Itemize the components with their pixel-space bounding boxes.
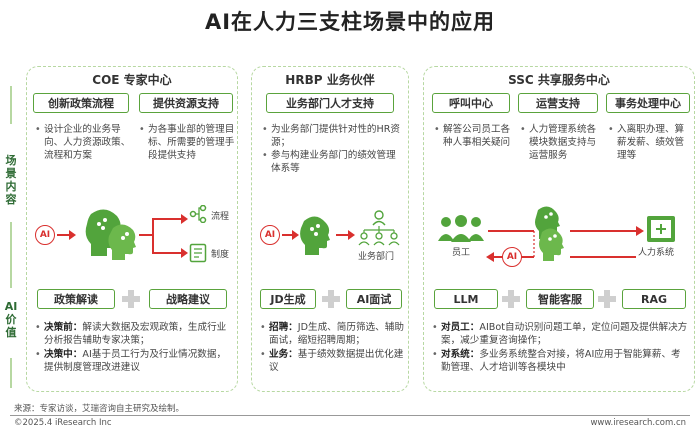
hrbp-bullets: 为业务部门提供针对性的HR资源； 参与构建业务部门的绩效管理体系等	[262, 123, 404, 175]
hrbp-tag-talent: 业务部门人才支持	[266, 93, 394, 113]
coe-arrow-left	[57, 230, 76, 240]
coe-head-icon	[85, 209, 136, 260]
hrbp-dept-label: 业务部门	[358, 252, 395, 262]
coe-ai-badge: AI	[35, 225, 55, 245]
ssc-bullets-1: 解答公司员工各种人事相关疑问	[434, 123, 512, 149]
coe-bullets-2: 为各事业部的管理目标、所需要的管理手段提供支持	[139, 123, 235, 162]
coe-detail: 决策中：AI基于员工行为及行业情况数据，提供制度管理改进建议	[35, 348, 235, 374]
ssc-tag-call: 呼叫中心	[432, 93, 510, 113]
ssc-detail: 对员工：AIBot自动识别问题工单，定位问题及提供解决方案，减少重复咨询操作；	[432, 321, 690, 347]
coe-out-process: 流程	[211, 212, 230, 222]
page-title: AI在人力三支柱场景中的应用	[204, 10, 496, 34]
ssc-head-icon-right	[539, 228, 564, 261]
coe-column: COE 专家中心 创新政策流程 提供资源支持 设计企业的业务导向、人力资源政策、…	[26, 66, 238, 392]
source-note: 来源：专家访谈，艾瑞咨询自主研究及绘制。	[14, 404, 185, 414]
copyright: ©2025.4 iResearch Inc	[14, 418, 112, 428]
hrbp-bullet: 为业务部门提供针对性的HR资源；	[262, 123, 404, 149]
coe-out-rules: 制度	[211, 250, 230, 260]
rules-icon	[189, 243, 207, 263]
coe-arrows-out	[139, 214, 188, 258]
ssc-value-llm: LLM	[434, 289, 498, 309]
ssc-detail: 对系统：多业务系统整合对接，将AI应用于智能算薪、考勤管理、人才培训等各模块中	[432, 348, 690, 374]
coe-value-details: 决策前：解读大数据及宏观政策，生成行业分析报告辅助专家决策； 决策中：AI基于员…	[35, 321, 235, 375]
ssc-bullets-3: 入离职办理、算薪发薪、绩效管理等	[608, 123, 692, 162]
hrbp-value-interview: AI面试	[346, 289, 402, 309]
side-label-value: AI价值	[4, 300, 18, 339]
coe-title: COE 专家中心	[92, 73, 172, 87]
org-people-icon	[358, 210, 400, 246]
ssc-bullet: 人力管理系统各模块数据支持与运营服务	[520, 123, 600, 162]
coe-tag-innovate: 创新政策流程	[33, 93, 129, 113]
hrbp-value-jd: JD生成	[260, 289, 316, 309]
ssc-flow-arrows	[486, 226, 644, 262]
hr-system-icon	[647, 216, 675, 242]
website-url: www.iresearch.com.cn	[590, 418, 686, 428]
hrbp-value-details: 招聘：JD生成、简历筛选、辅助面试，缩短招聘周期； 业务：基于绩效数据提出优化建…	[260, 321, 406, 375]
hrbp-head-icon	[300, 216, 330, 255]
hrbp-bullet: 参与构建业务部门的绩效管理体系等	[262, 149, 404, 175]
coe-bullets-1: 设计企业的业务导向、人力资源政策、流程和方案	[35, 123, 131, 162]
ssc-bullet: 入离职办理、算薪发薪、绩效管理等	[608, 123, 692, 162]
coe-value-strategy: 战略建议	[149, 289, 227, 309]
hrbp-detail: 业务：基于绩效数据提出优化建议	[260, 348, 406, 374]
hrbp-column: HRBP 业务伙伴 业务部门人才支持 为业务部门提供针对性的HR资源； 参与构建…	[251, 66, 409, 392]
ssc-value-rag: RAG	[622, 289, 686, 309]
hrbp-ai-badge: AI	[260, 225, 280, 245]
ssc-value-details: 对员工：AIBot自动识别问题工单，定位问题及提供解决方案，减少重复咨询操作； …	[432, 321, 690, 375]
hrbp-detail: 招聘：JD生成、简历筛选、辅助面试，缩短招聘周期；	[260, 321, 406, 347]
ssc-value-cs: 智能客服	[526, 289, 594, 309]
coe-bullet: 设计企业的业务导向、人力资源政策、流程和方案	[35, 123, 131, 162]
side-line-bottom	[10, 358, 12, 388]
ssc-column: SSC 共享服务中心 呼叫中心 运营支持 事务处理中心 解答公司员工各种人事相关…	[423, 66, 695, 392]
coe-value-policy: 政策解读	[37, 289, 115, 309]
hrbp-title: HRBP 业务伙伴	[285, 73, 375, 87]
ssc-tag-ops: 运营支持	[518, 93, 598, 113]
ssc-system-label: 人力系统	[638, 248, 675, 258]
plus-icon	[122, 290, 140, 308]
hrbp-arrow-right	[336, 230, 355, 240]
side-line-top	[10, 86, 12, 124]
ssc-ai-badge: AI	[502, 247, 522, 267]
ssc-bullet: 解答公司员工各种人事相关疑问	[434, 123, 512, 149]
ssc-staff-label: 员工	[452, 248, 471, 258]
staff-icon	[438, 215, 484, 242]
coe-detail: 决策前：解读大数据及宏观政策，生成行业分析报告辅助专家决策；	[35, 321, 235, 347]
plus-icon	[502, 290, 520, 308]
plus-icon	[322, 290, 340, 308]
coe-tag-resource: 提供资源支持	[139, 93, 233, 113]
side-line-mid	[10, 222, 12, 288]
ssc-title: SSC 共享服务中心	[508, 73, 610, 87]
side-label-scene: 场景内容	[5, 154, 17, 206]
ssc-bullets-2: 人力管理系统各模块数据支持与运营服务	[520, 123, 600, 162]
process-icon	[189, 205, 207, 223]
plus-icon	[598, 290, 616, 308]
hrbp-arrow-left	[282, 230, 299, 240]
ssc-tag-affairs: 事务处理中心	[606, 93, 690, 113]
footer-divider	[10, 415, 690, 416]
coe-bullet: 为各事业部的管理目标、所需要的管理手段提供支持	[139, 123, 235, 162]
